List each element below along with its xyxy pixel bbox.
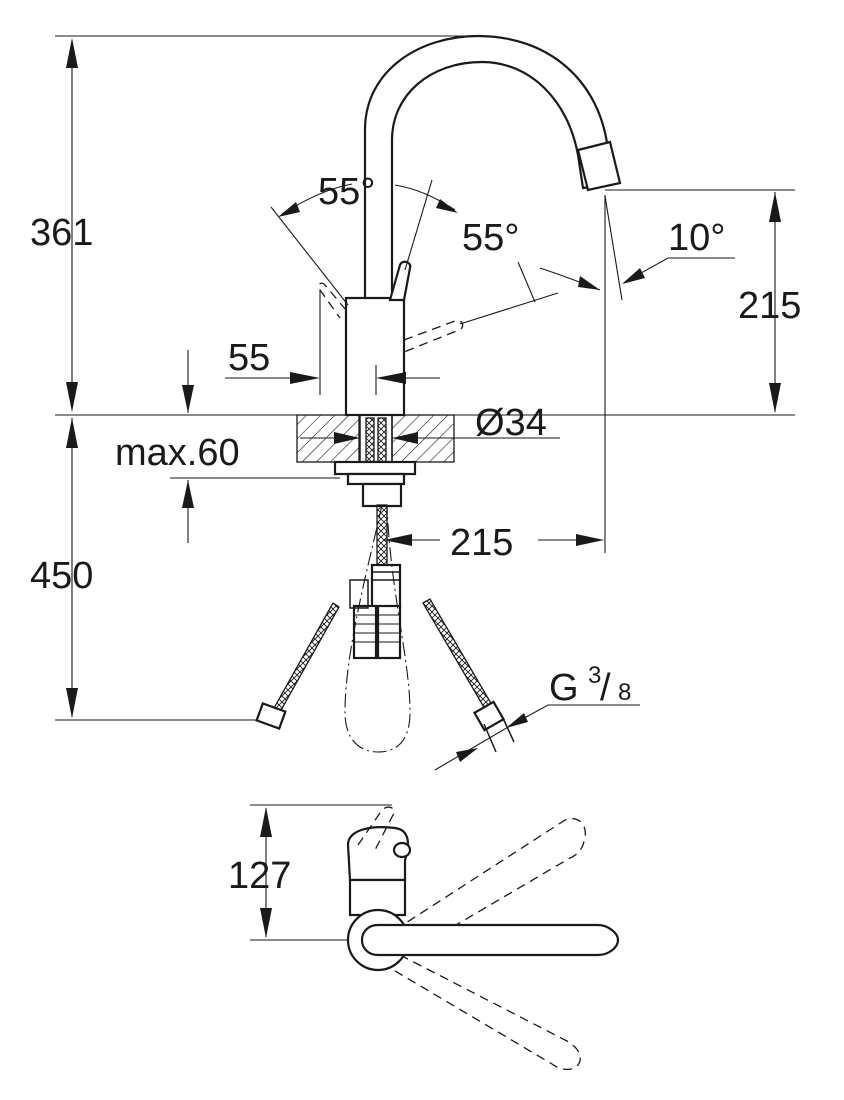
plan-view: 127 [228,804,620,1071]
label-thread-num: 3 [588,662,601,689]
spout-swing-upper [394,817,586,956]
thread-dim-leader [434,719,521,771]
hose-fitting-right [376,604,402,660]
hose-nut-left [255,702,287,730]
elevation-view: 361 55° 55° 10° 215 55 Ø34 max.60 450 21… [30,34,801,771]
fitting-threads-right [378,614,400,643]
lever-right-swing-line [459,292,559,325]
arrow-thread-b [456,748,478,762]
arrow-thread-a [506,713,528,728]
mixer-body [344,296,406,417]
hose-nut-right [472,700,506,732]
arrow-127-top [260,807,272,837]
arrow-max60-top [182,385,194,413]
label-thread-slash: / [600,667,611,709]
arrow-arc-right [578,276,600,290]
arrow-215h-right [576,534,604,546]
threaded-rod [361,482,403,508]
plan-lever [346,826,410,882]
label-thread-den: 8 [618,679,631,706]
arrow-127-bottom [260,908,272,938]
label-outlet-height: 215 [738,285,801,327]
arrow-55-left [290,372,320,384]
label-total-height: 361 [30,212,93,254]
spout-gooseneck [363,34,619,302]
label-thread-g: G [549,667,579,709]
plan-lever-dashed [357,806,395,851]
lever-right-swing-tick [517,261,536,303]
connector-stripes [371,571,401,581]
mounting-nut [333,460,417,476]
label-lever-offset: 55 [228,337,270,379]
supply-hose-right [422,598,493,710]
arrow-arc-left [278,202,300,217]
arrow-215-bottom [769,383,781,413]
label-plan-depth: 127 [228,855,291,897]
arrow-arc-top-right [436,199,458,213]
lever-left-angle-line [270,206,349,306]
arrow-outlet-angle [622,268,645,284]
plan-lever-knob [392,841,412,859]
label-spout-reach: 215 [450,522,513,564]
arrow-215h-left [384,534,412,546]
lever-left-position [317,282,347,319]
hose-fitting-left [352,604,378,660]
label-lever-angle-right: 55° [462,217,519,259]
arrow-215-top [769,192,781,222]
label-outlet-angle: 10° [668,217,725,259]
arrow-55-right [376,372,406,384]
arrow-450-bottom [66,688,78,718]
arrow-361-bottom [66,382,78,412]
center-hose [376,504,388,566]
arrow-34-right [392,432,418,444]
label-lever-angle-left: 55° [318,171,375,213]
spout-swing-lower [384,954,581,1071]
outlet-angle-line [604,195,623,301]
spout-outlet-tip [576,140,622,192]
arrow-450-top [66,418,78,448]
lever-right-position [403,319,464,353]
mounting-washer [346,472,406,486]
label-hose-length: 450 [30,555,93,597]
plan-spout [360,923,620,957]
arrow-max60-bottom [182,480,194,508]
arrow-34-left [334,432,360,444]
arrow-361-top [66,38,78,68]
pullout-hose-loop [344,504,411,753]
fitting-threads-left [354,614,376,643]
label-max-deck: max.60 [115,432,240,474]
lever-right-angle-line [404,179,433,271]
supply-hose-left [273,602,340,713]
label-body-diameter: Ø34 [475,402,547,444]
